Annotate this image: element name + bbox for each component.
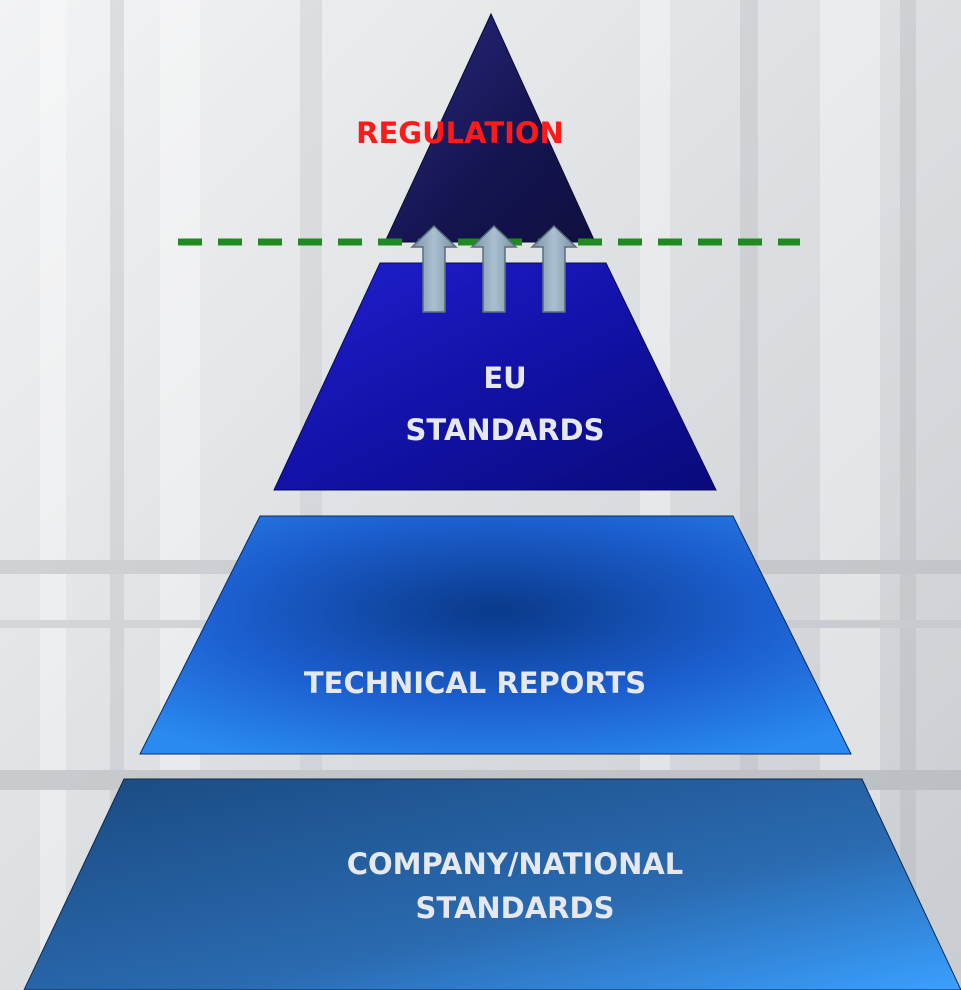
eu-standards-label: EU STANDARDS	[395, 352, 615, 456]
up-arrow-icon	[470, 224, 518, 313]
up-arrow-icon	[530, 224, 578, 313]
company-label-line1: COMPANY/NATIONAL	[346, 847, 684, 881]
company-label-line2: STANDARDS	[415, 891, 615, 925]
company-standards-label: COMPANY/NATIONAL STANDARDS	[240, 842, 790, 930]
tier-eu-standards	[273, 262, 717, 491]
tier-technical-reports	[139, 515, 852, 755]
eu-label-line1: EU	[483, 361, 527, 395]
tier-company-standards	[23, 778, 961, 990]
up-arrow-icon	[410, 224, 458, 313]
regulation-label: REGULATION	[356, 116, 564, 150]
eu-label-line2: STANDARDS	[405, 413, 605, 447]
technical-reports-label: TECHNICAL REPORTS	[303, 666, 647, 700]
